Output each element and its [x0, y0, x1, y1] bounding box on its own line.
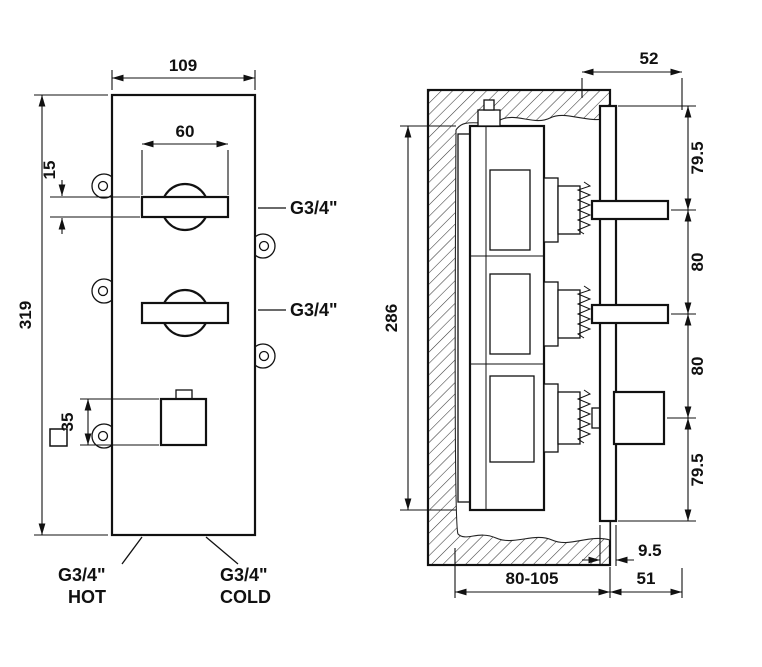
cartridge-body-mid — [557, 289, 581, 339]
dim-text-lever-height: 15 — [40, 161, 59, 180]
spring-bottom — [576, 389, 592, 444]
knob-tab — [175, 389, 193, 400]
top-bolt — [483, 99, 495, 111]
top-fitting — [477, 109, 501, 127]
dim-plate-9-5: 9.5 — [582, 525, 662, 566]
lever-top — [140, 195, 230, 219]
hot-label-line1: G3/4" — [58, 565, 106, 585]
ear-hole — [258, 350, 270, 362]
spring-top — [576, 181, 592, 235]
ear-hole — [97, 180, 109, 192]
leader-line — [121, 536, 143, 565]
mounting-ear-holes — [97, 180, 270, 442]
cartridge-block-mid — [489, 273, 531, 355]
stem-top — [590, 199, 670, 221]
ear-hole — [97, 285, 109, 297]
dim-text-install-depth: 80-105 — [506, 569, 559, 588]
label-outlet-top: G3/4" — [258, 198, 338, 218]
lever-handle-top — [140, 182, 230, 232]
front-view: 109 60 15 319 35 — [16, 56, 338, 607]
cartridge-flange-bottom — [543, 383, 559, 453]
handle-stems — [590, 199, 670, 446]
label-inlet-hot: G3/4" HOT — [58, 536, 143, 607]
dim-text-body-height: 286 — [382, 304, 401, 332]
stem-mid — [590, 303, 670, 325]
cartridge-body-bottom — [557, 391, 581, 445]
knob-body — [159, 397, 208, 447]
dim-text-spacing-mid1: 80 — [688, 253, 707, 272]
dim-text-protrusion: 52 — [640, 49, 659, 68]
leader-line — [205, 536, 239, 565]
valve-back-plate — [457, 133, 471, 503]
dim-chain-right: 79.5 80 80 79.5 — [618, 105, 707, 522]
dim-text-spacing-bottom: 79.5 — [688, 453, 707, 486]
lever-mid — [140, 301, 230, 325]
dim-text-width: 109 — [169, 56, 197, 75]
dim-body-height-286: 286 — [382, 125, 456, 511]
cartridge-flange-top — [543, 177, 559, 243]
dim-text-lever-length: 60 — [176, 122, 195, 141]
cartridge-block-top — [489, 169, 531, 251]
dim-text-handle-length: 51 — [637, 569, 656, 588]
hot-label-line2: HOT — [68, 587, 106, 607]
dim-text-height: 319 — [16, 301, 35, 329]
label-outlet-mid: G3/4" — [258, 300, 338, 320]
dim-lever-length-60: 60 — [141, 122, 229, 195]
square-knob-front — [159, 389, 208, 447]
side-view: 52 79.5 80 80 79.5 286 — [382, 49, 707, 598]
cartridge-body-top — [557, 185, 581, 235]
cartridge-block-bottom — [489, 375, 535, 463]
dim-knob-35: 35 — [49, 398, 159, 447]
knob-side — [612, 390, 666, 446]
cold-label-line1: G3/4" — [220, 565, 268, 585]
dim-bottom-row: 80-105 51 — [454, 548, 683, 598]
dim-width-109: 109 — [111, 56, 256, 90]
dim-text-plate: 9.5 — [638, 541, 662, 560]
lever-handle-mid — [140, 288, 230, 338]
cold-label-line2: COLD — [220, 587, 271, 607]
square-section-symbol — [49, 428, 68, 447]
cartridge-flange-mid — [543, 281, 559, 347]
dim-text-spacing-top: 79.5 — [688, 141, 707, 174]
ear-hole — [258, 240, 270, 252]
outlet-mid-text: G3/4" — [290, 300, 338, 320]
outlet-top-text: G3/4" — [290, 198, 338, 218]
spring-mid — [576, 285, 592, 339]
dim-text-knob: 35 — [58, 413, 77, 432]
dim-height-319: 319 — [16, 94, 108, 536]
dim-protrusion-52: 52 — [581, 49, 683, 110]
label-inlet-cold: G3/4" COLD — [205, 536, 271, 607]
dim-text-spacing-mid2: 80 — [688, 357, 707, 376]
valve-mechanism — [457, 99, 615, 512]
ear-hole — [97, 430, 109, 442]
